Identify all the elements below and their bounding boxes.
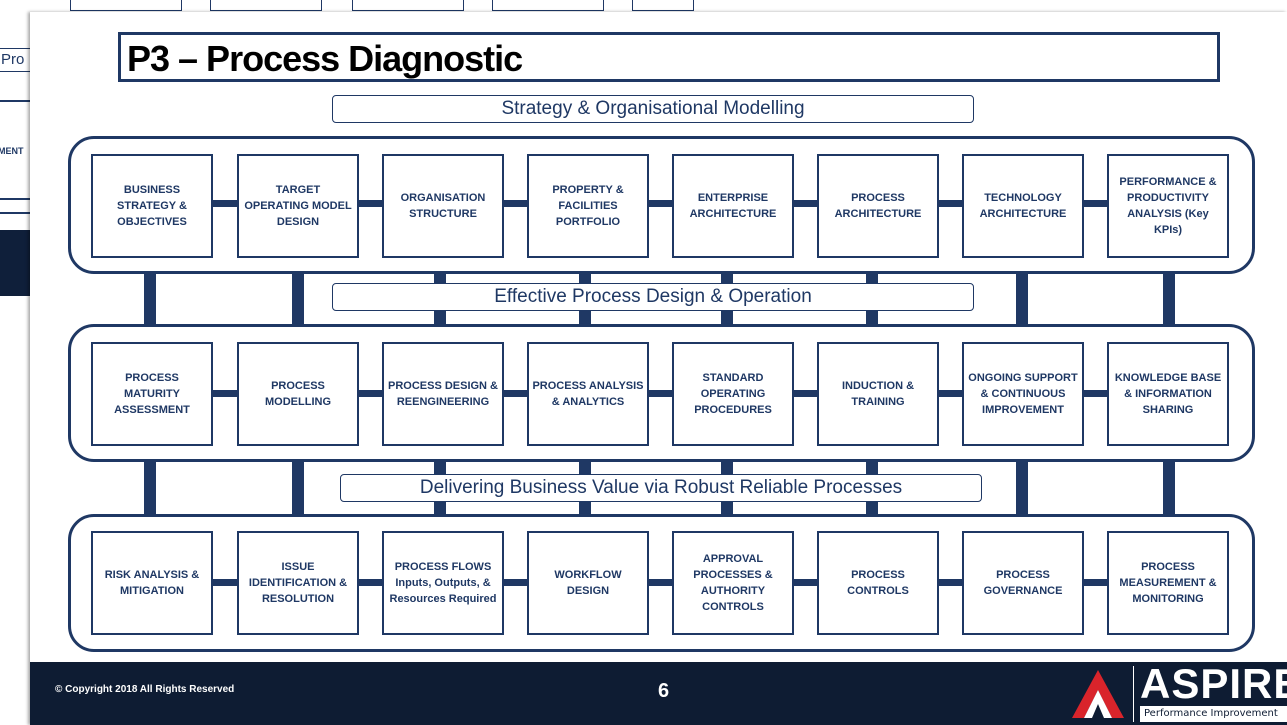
card-process-architecture: PROCESS ARCHITECTURE — [817, 154, 939, 258]
slide-title: P3 – Process Diagnostic — [127, 38, 523, 79]
card-organisation-structure: ORGANISATION STRUCTURE — [382, 154, 504, 258]
background-divider — [0, 198, 34, 200]
background-divider — [0, 100, 34, 102]
vertical-connector — [1163, 274, 1175, 326]
card-standard-operating-procedures: STANDARD OPERATING PROCEDURES — [672, 342, 794, 446]
vertical-connector — [1016, 274, 1028, 326]
horizontal-connector — [130, 200, 1170, 207]
card-business-strategy: BUSINESS STRATEGY & OBJECTIVES — [91, 154, 213, 258]
card-workflow-design: WORKFLOW DESIGN — [527, 531, 649, 635]
background-navy-block — [0, 230, 32, 296]
card-induction-training: INDUCTION & TRAINING — [817, 342, 939, 446]
section-label-process-design: Effective Process Design & Operation — [332, 283, 974, 311]
horizontal-connector — [130, 390, 1170, 397]
card-knowledge-base: KNOWLEDGE BASE & INFORMATION SHARING — [1107, 342, 1229, 446]
card-performance-productivity: PERFORMANCE & PRODUCTIVITY ANALYSIS (Key… — [1107, 154, 1229, 258]
card-process-controls: PROCESS CONTROLS — [817, 531, 939, 635]
logo-tagline: Performance Improvement — [1140, 706, 1287, 722]
card-process-flows: PROCESS FLOWS Inputs, Outputs, & Resourc… — [382, 531, 504, 635]
card-process-analysis: PROCESS ANALYSIS & ANALYTICS — [527, 342, 649, 446]
card-process-design-reengineering: PROCESS DESIGN & REENGINEERING — [382, 342, 504, 446]
vertical-connector — [1163, 462, 1175, 516]
slide-footer: © Copyright 2018 All Rights Reserved 6 A… — [30, 660, 1287, 725]
card-technology-architecture: TECHNOLOGY ARCHITECTURE — [962, 154, 1084, 258]
aspire-logo-icon — [1072, 670, 1124, 718]
section-label-strategy: Strategy & Organisational Modelling — [332, 95, 974, 123]
vertical-connector — [292, 274, 304, 326]
background-divider — [0, 212, 34, 214]
vertical-connector — [1016, 462, 1028, 516]
card-enterprise-architecture: ENTERPRISE ARCHITECTURE — [672, 154, 794, 258]
card-process-governance: PROCESS GOVERNANCE — [962, 531, 1084, 635]
background-side-label: MENT — [0, 146, 24, 156]
card-approval-processes: APPROVAL PROCESSES & AUTHORITY CONTROLS — [672, 531, 794, 635]
card-process-modelling: PROCESS MODELLING — [237, 342, 359, 446]
horizontal-connector — [130, 579, 1170, 586]
vertical-connector — [292, 462, 304, 516]
copyright-text: © Copyright 2018 All Rights Reserved — [55, 684, 235, 695]
card-process-maturity: PROCESS MATURITY ASSESSMENT — [91, 342, 213, 446]
slide: P3 – Process Diagnostic Strategy & Organ… — [30, 12, 1287, 725]
card-property-facilities: PROPERTY & FACILITIES PORTFOLIO — [527, 154, 649, 258]
card-ongoing-support: ONGOING SUPPORT & CONTINUOUS IMPROVEMENT — [962, 342, 1084, 446]
vertical-connector — [144, 462, 156, 516]
card-risk-analysis: RISK ANALYSIS & MITIGATION — [91, 531, 213, 635]
card-issue-identification: ISSUE IDENTIFICATION & RESOLUTION — [237, 531, 359, 635]
vertical-connector — [144, 274, 156, 326]
card-target-operating-model: TARGET OPERATING MODEL DESIGN — [237, 154, 359, 258]
background-table-strip — [30, 0, 730, 12]
section-label-business-value: Delivering Business Value via Robust Rel… — [340, 474, 982, 502]
card-process-measurement: PROCESS MEASUREMENT & MONITORING — [1107, 531, 1229, 635]
logo-wordmark: ASPIRE — [1140, 660, 1287, 707]
page-number: 6 — [658, 680, 670, 702]
logo-separator — [1133, 666, 1134, 722]
title-box: P3 – Process Diagnostic — [118, 32, 1220, 82]
